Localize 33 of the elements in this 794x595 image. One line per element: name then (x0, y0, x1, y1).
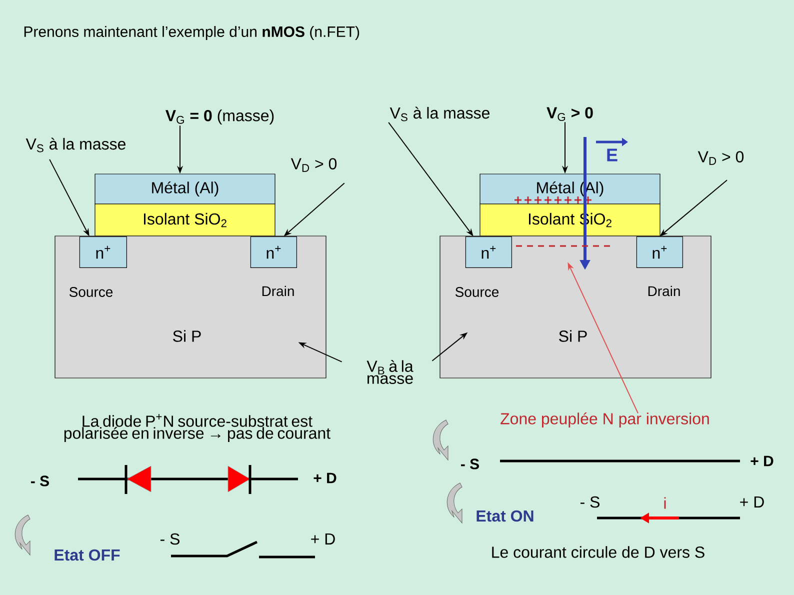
terminal-label: + D (311, 534, 335, 544)
doped-region: n$^{+}$ (465, 236, 512, 268)
metal-layer: Métal (Al) (94, 174, 276, 204)
voltage-label: V$_{G}$ > 0 (546, 107, 593, 121)
terminal-label: + D (314, 472, 336, 484)
region-label: Source (69, 287, 113, 297)
voltage-label: V$_{S}$ à la masse (390, 106, 490, 122)
doped-region: n$^{+}$ (79, 236, 127, 268)
terminal-label: + D (740, 496, 764, 508)
terminal-label: - S (31, 476, 49, 486)
region-label: Drain (262, 286, 294, 296)
terminal-label: - S (461, 458, 479, 470)
voltage-label: V$_{S}$ à la masse (26, 138, 126, 152)
voltage-label: V$_{D}$ > 0 (698, 151, 744, 165)
terminal-label: + D (750, 456, 774, 466)
region-label: Source (455, 287, 499, 297)
voltage-label: V$_{D}$ > 0 (290, 158, 337, 172)
field-label: E (607, 148, 618, 162)
oxide-layer: Isolant SiO$_{2}$ (94, 204, 276, 236)
annotation-text: Zone peuplée N par inversion (500, 412, 709, 428)
caption-text: Le courant circule de D vers S (492, 546, 704, 558)
terminal-label: - S (580, 496, 600, 508)
doped-region: n$^{+}$ (250, 236, 297, 268)
title: Prenons maintenant l’exemple d’un nMOS (n.FET) (24, 26, 360, 40)
state-label: Etat ON (476, 510, 534, 522)
caption-text: La diode P$^{+}$N source-substrat est polarisée en inverse → pas de courant (64, 414, 330, 442)
current-label: i (664, 497, 666, 509)
voltage-label: V$_{B}$ à la masse (366, 360, 414, 384)
region-label: Drain (648, 286, 680, 296)
doped-region: n$^{+}$ (636, 236, 683, 268)
voltage-label: V$_{G}$ = 0 (masse) (166, 110, 274, 124)
state-label: Etat OFF (54, 549, 120, 561)
terminal-label: - S (160, 533, 180, 545)
